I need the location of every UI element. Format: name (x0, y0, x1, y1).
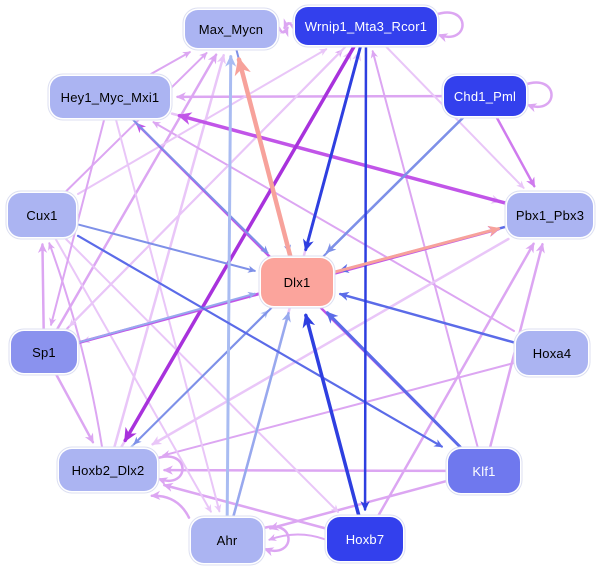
node-label: Max_Mycn (198, 21, 264, 37)
edge-Cux1-Klf1 (76, 234, 444, 448)
edge-Ahr-Dlx1 (232, 311, 291, 517)
edge-Ahr-Max_Mycn (225, 54, 237, 517)
node-label: Hoxb7 (345, 531, 385, 547)
edge-Chd1_Pml-Hey1_Myc_Mxi1 (175, 92, 444, 102)
node-label: Hey1_Myc_Mxi1 (60, 89, 160, 105)
edge-Sp1-Hoxb2_Dlx2 (55, 373, 95, 444)
node-label: Chd1_Pml (453, 88, 517, 104)
node-label: Klf1 (472, 463, 496, 479)
self-loop-Hoxb2_Dlx2 (154, 455, 184, 487)
node-dlx1[interactable]: Dlx1 (261, 258, 333, 306)
edge-Hoxb7-Ahr (268, 533, 326, 541)
node-hey1_myc_mxi1[interactable]: Hey1_Myc_Mxi1 (50, 76, 170, 118)
edge-Sp1-Cux1 (37, 242, 48, 331)
edge-Hoxa4-Dlx1 (338, 291, 516, 344)
node-label: Sp1 (32, 344, 56, 360)
edge-Pbx1_Pbx3-Hey1_Myc_Mxi1 (177, 112, 507, 205)
edge-Hey1_Myc_Mxi1-Dlx1 (132, 119, 269, 254)
node-pbx1_pbx3[interactable]: Pbx1_Pbx3 (507, 193, 593, 237)
edge-Klf1-Dlx1 (325, 311, 462, 449)
edge-Wrnip1_Mta3_Rcor1-Hoxb7 (360, 45, 370, 512)
node-label: Wrnip1_Mta3_Rcor1 (304, 18, 428, 34)
edge-Wrnip1_Mta3_Rcor1-Max_Mycn (283, 18, 295, 30)
node-label: Dlx1 (283, 274, 311, 290)
edge-Hoxb7-Pbx1_Pbx3 (377, 242, 535, 517)
self-loop-Ahr (260, 525, 290, 557)
edge-Dlx1-Max_Mycn (234, 56, 293, 259)
self-loop-Wrnip1_Mta3_Rcor1 (434, 11, 464, 43)
node-chd1_pml[interactable]: Chd1_Pml (444, 76, 526, 116)
edge-Sp1-Max_Mycn (56, 53, 218, 331)
node-hoxa4[interactable]: Hoxa4 (516, 331, 588, 375)
edge-Wrnip1_Mta3_Rcor1-Dlx1 (302, 45, 362, 252)
node-hoxb2_dlx2[interactable]: Hoxb2_Dlx2 (59, 449, 157, 491)
node-label: Hoxb2_Dlx2 (71, 462, 145, 478)
edge-Wrnip1_Mta3_Rcor1-Sp1 (68, 46, 347, 327)
node-label: Pbx1_Pbx3 (515, 207, 585, 223)
edge-Dlx1-Pbx1_Pbx3 (333, 225, 501, 274)
node-max_mycn[interactable]: Max_Mycn (185, 10, 277, 48)
node-label: Ahr (216, 532, 238, 548)
edge-Hey1_Myc_Mxi1-Sp1 (49, 119, 106, 326)
node-sp1[interactable]: Sp1 (11, 331, 77, 373)
edge-Hoxb2_Dlx2-Cux1 (48, 242, 104, 448)
edge-Hey1_Myc_Mxi1-Ahr (115, 119, 222, 513)
self-loop-Chd1_Pml (523, 81, 553, 113)
edge-Klf1-Ahr (268, 479, 448, 531)
node-wrnip1_mta3_rcor1[interactable]: Wrnip1_Mta3_Rcor1 (295, 7, 437, 45)
node-klf1[interactable]: Klf1 (448, 449, 520, 493)
edge-Ahr-Hoxb2_Dlx2 (150, 490, 191, 519)
edge-Hoxb7-Dlx1 (302, 313, 361, 517)
edge-Hoxa4-Hey1_Myc_Mxi1 (152, 121, 515, 332)
node-cux1[interactable]: Cux1 (8, 193, 76, 237)
edge-Hoxa4-Hoxb2_Dlx2 (162, 362, 515, 458)
edge-Cux1-Ahr (54, 238, 212, 513)
edge-Pbx1_Pbx3-Hoxb2_Dlx2 (151, 237, 510, 446)
edge-Chd1_Pml-Pbx1_Pbx3 (495, 116, 536, 188)
node-hoxb7[interactable]: Hoxb7 (327, 517, 403, 561)
edge-Klf1-Hoxb2_Dlx2 (162, 465, 448, 475)
edge-Wrnip1_Mta3_Rcor1-Hoxb2_Dlx2 (123, 45, 356, 443)
edge-Sp1-Dlx1 (78, 291, 256, 344)
edge-Wrnip1_Mta3_Rcor1-Pbx1_Pbx3 (385, 46, 525, 189)
node-label: Cux1 (26, 207, 58, 223)
edge-Max_Mycn-Wrnip1_Mta3_Rcor1 (277, 26, 289, 38)
edge-Hey1_Myc_Mxi1-Max_Mycn (149, 51, 191, 75)
node-ahr[interactable]: Ahr (191, 517, 263, 563)
node-label: Hoxa4 (532, 345, 572, 361)
edge-Cux1-Dlx1 (77, 223, 256, 273)
